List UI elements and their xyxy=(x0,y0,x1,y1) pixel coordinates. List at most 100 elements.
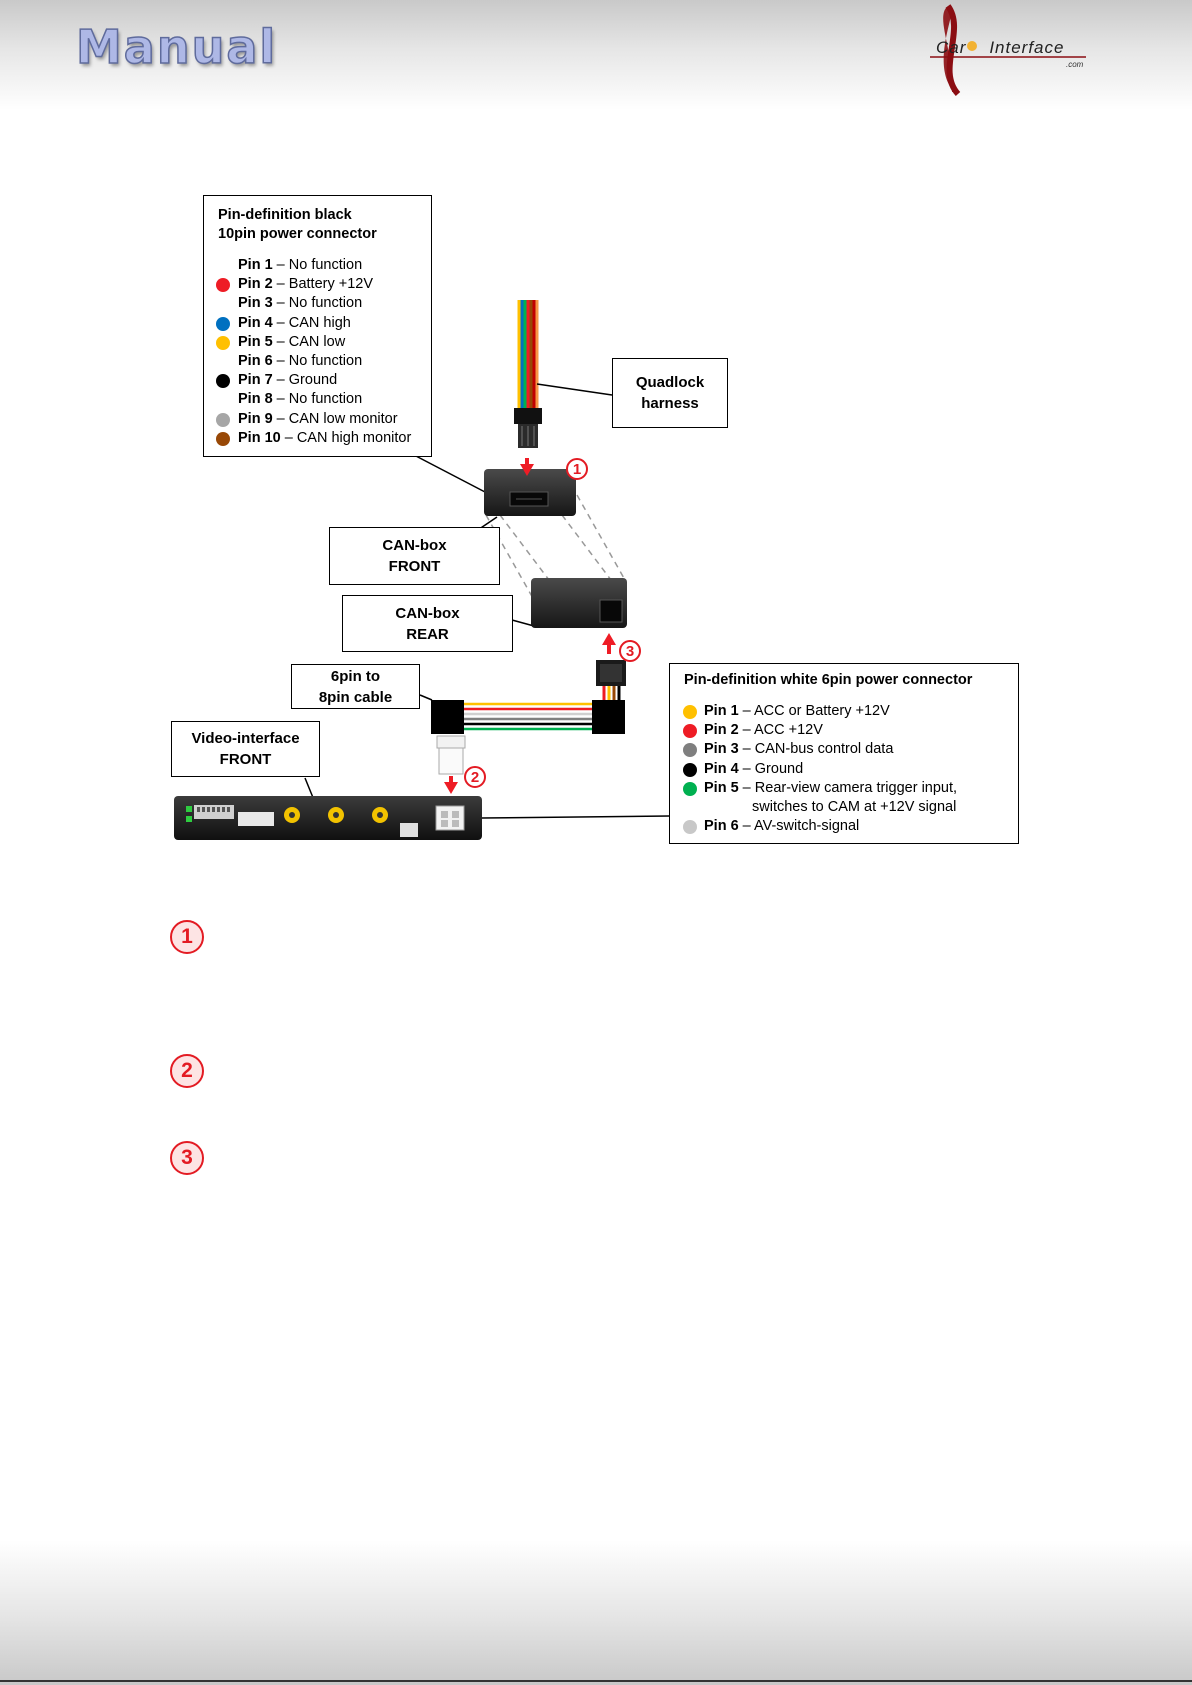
logo-swoosh xyxy=(930,4,1086,97)
pin-text: Pin 4 – Ground xyxy=(704,760,803,779)
pin-label: Pin 2 xyxy=(704,722,739,739)
manual-title: Manual xyxy=(75,19,278,75)
pin-label: Pin 7 xyxy=(238,372,273,389)
pin-label: Pin 3 xyxy=(704,741,739,758)
pin-text: Pin 1 – ACC or Battery +12V xyxy=(704,702,890,721)
pin-description: – Battery +12V xyxy=(272,276,374,293)
page-footer xyxy=(0,1540,1192,1685)
canbox-rear-device xyxy=(531,578,627,628)
pin-label: Pin 4 xyxy=(238,314,273,331)
pin-text: Pin 5 – Rear-view camera trigger input, xyxy=(704,779,957,798)
pin-description: – No function xyxy=(272,391,363,408)
pin-color-dot xyxy=(683,820,697,835)
pin-row: Pin 3 – CAN-bus control data xyxy=(683,740,1018,759)
pin-row: Pin 10 – CAN high monitor xyxy=(216,429,431,448)
step-circle-2: 2 xyxy=(170,1054,204,1088)
pin-color-dot xyxy=(683,781,697,796)
pin-text: Pin 6 – No function xyxy=(238,352,362,371)
pin-text: switches to CAM at +12V signal xyxy=(752,798,956,817)
pin-label: Pin 9 xyxy=(238,410,273,427)
black-connector-pin-box: Pin-definition black 10pin power connect… xyxy=(203,195,432,457)
pin-row: Pin 7 – Ground xyxy=(216,371,431,390)
white-connector-pin-box: Pin-definition white 6pin power connecto… xyxy=(669,663,1019,844)
pin-description: – ACC or Battery +12V xyxy=(738,703,890,719)
pin-color-dot xyxy=(216,316,230,331)
pin-label: Pin 6 xyxy=(704,818,739,835)
pin-row: Pin 2 – Battery +12V xyxy=(216,275,431,294)
pin-row: Pin 3 – No function xyxy=(218,294,431,313)
pin-description: – CAN low xyxy=(272,333,346,350)
pin-description: – CAN high xyxy=(272,314,351,331)
pin-text: Pin 9 – CAN low monitor xyxy=(238,410,398,429)
pin-label: Pin 1 xyxy=(704,703,739,719)
step-circle-3: 3 xyxy=(170,1141,204,1175)
quadlock-harness-wires xyxy=(517,300,539,415)
pin-label: Pin 5 xyxy=(238,333,273,350)
pin-row: Pin 4 – Ground xyxy=(683,760,1018,779)
pin-description: – No function xyxy=(272,257,363,273)
pin-row: Pin 4 – CAN high xyxy=(216,314,431,333)
pin-text: Pin 4 – CAN high xyxy=(238,314,351,333)
pin-label: Pin 1 xyxy=(238,257,273,273)
pin-description: – Rear-view camera trigger input, xyxy=(738,779,958,796)
logo-text: Car Interface xyxy=(936,38,1065,57)
car-interface-logo: Car Interface .com xyxy=(926,0,1106,100)
pin-row: Pin 5 – Rear-view camera trigger input, xyxy=(683,779,1018,798)
pin-row: Pin 1 – No function xyxy=(218,256,431,275)
pin-color-dot xyxy=(216,335,230,350)
direction-arrows xyxy=(444,458,616,794)
step-marker-2: 2 xyxy=(464,766,486,788)
pin-color-dot xyxy=(216,431,230,446)
pin-row: Pin 6 – No function xyxy=(218,352,431,371)
pin-description: – No function xyxy=(272,352,363,369)
pin-description: – CAN high monitor xyxy=(280,429,412,446)
pin-description: switches to CAM at +12V signal xyxy=(752,798,957,815)
pin-label: Pin 4 xyxy=(704,760,739,777)
footer-divider xyxy=(0,1680,1192,1682)
pin-label: Pin 3 xyxy=(238,295,273,312)
pin-text: Pin 1 – No function xyxy=(238,256,362,275)
pin-row: Pin 5 – CAN low xyxy=(216,333,431,352)
pin-row: Pin 1 – ACC or Battery +12V xyxy=(683,702,1018,721)
pin-row: Pin 9 – CAN low monitor xyxy=(216,410,431,429)
pin-description: – ACC +12V xyxy=(738,722,823,739)
pin-label: Pin 6 xyxy=(238,352,273,369)
pin-description: – AV-switch-signal xyxy=(738,818,860,835)
pin-color-dot xyxy=(216,374,230,389)
pin-color-dot xyxy=(683,705,697,719)
canbox-front-device xyxy=(484,469,576,516)
quadlock-connector xyxy=(514,408,542,448)
pin-text: Pin 2 – ACC +12V xyxy=(704,721,823,740)
pin-row: Pin 8 – No function xyxy=(218,390,431,409)
pin-description: – CAN-bus control data xyxy=(738,741,894,758)
pin-label: Pin 10 xyxy=(238,429,281,446)
black-connector-title: Pin-definition black 10pin power connect… xyxy=(218,207,377,242)
pin-color-dot xyxy=(683,743,697,758)
pin-label: Pin 8 xyxy=(238,391,273,408)
page-header: Manual Car Interface .com xyxy=(0,0,1192,110)
pin-text: Pin 8 – No function xyxy=(238,390,362,409)
pin-description: – No function xyxy=(272,295,363,312)
pin-color-dot xyxy=(683,762,697,777)
pin-row: Pin 2 – ACC +12V xyxy=(683,721,1018,740)
pin-text: Pin 10 – CAN high monitor xyxy=(238,429,411,448)
pin-text: Pin 5 – CAN low xyxy=(238,333,345,352)
pin-row: switches to CAM at +12V signal xyxy=(684,798,1018,817)
video-interface-device xyxy=(174,796,482,840)
step-marker-1: 1 xyxy=(566,458,588,480)
white-connector-title: Pin-definition white 6pin power connecto… xyxy=(684,672,973,688)
pin-color-dot xyxy=(216,412,230,427)
rear-8pin-connector xyxy=(596,660,626,700)
pin-text: Pin 3 – CAN-bus control data xyxy=(704,740,893,759)
pin-description: – CAN low monitor xyxy=(272,410,398,427)
pin-text: Pin 2 – Battery +12V xyxy=(238,275,373,294)
pin-text: Pin 7 – Ground xyxy=(238,371,337,390)
pin-color-dot xyxy=(216,278,230,293)
